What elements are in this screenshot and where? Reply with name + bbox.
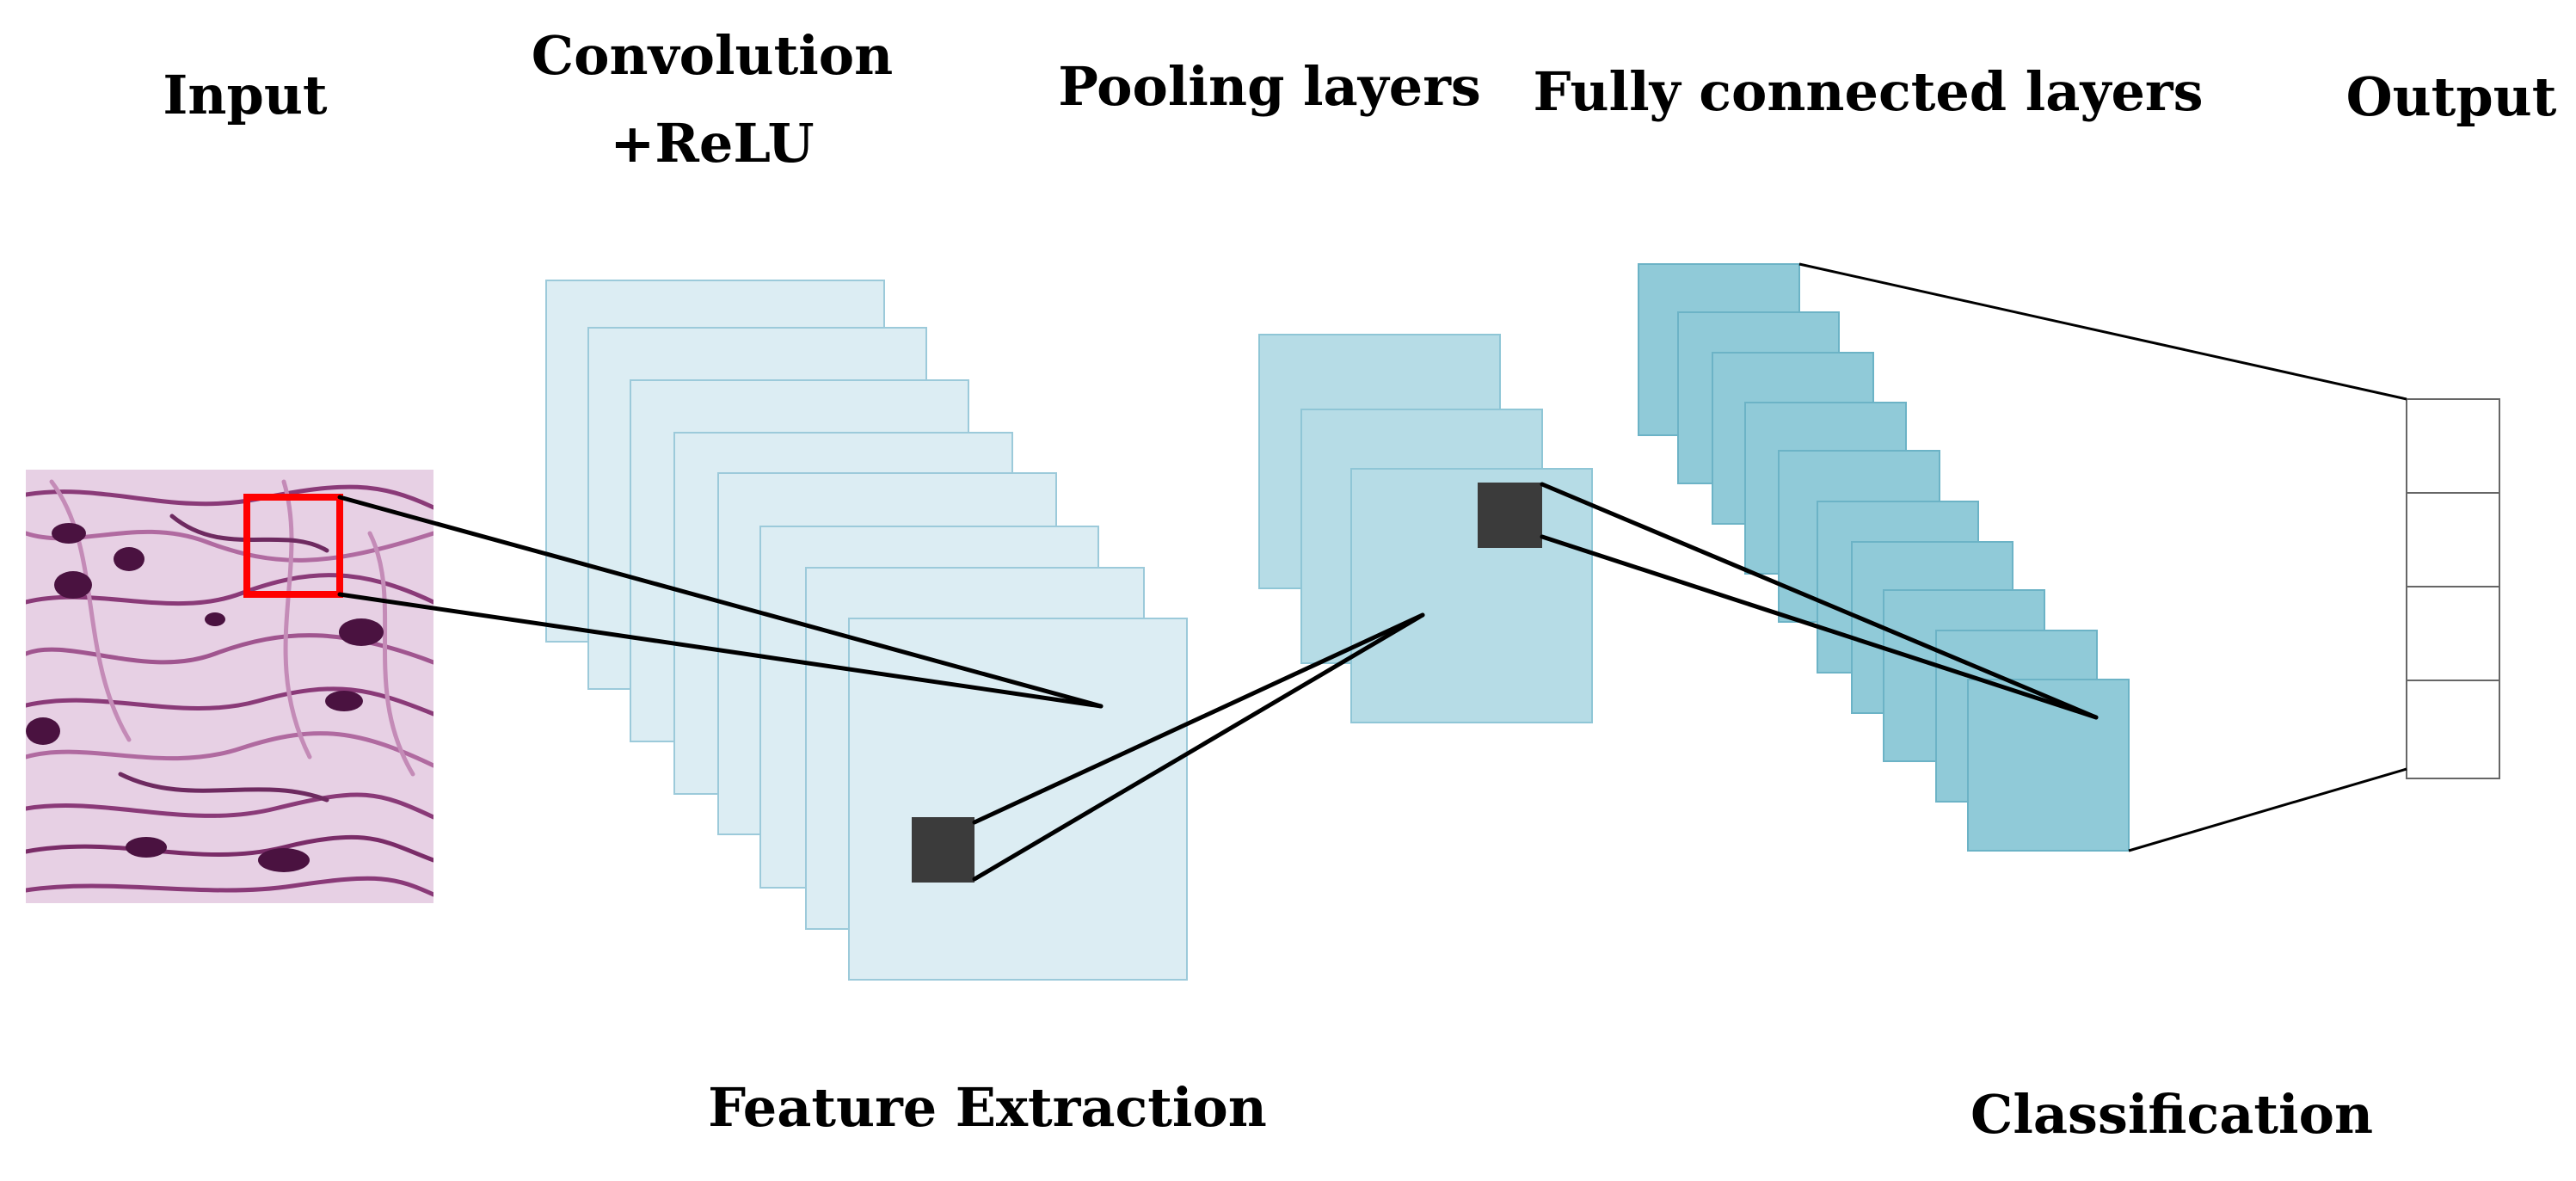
convolution-label: Convolution [531, 24, 894, 87]
conv-feature-map [848, 618, 1188, 981]
input-image [26, 470, 433, 903]
input-label: Input [163, 64, 328, 126]
input-to-conv-line-top [337, 495, 1104, 709]
output-node [2406, 586, 2500, 681]
pool-feature-map [1350, 468, 1593, 723]
tissue-texture [26, 479, 433, 897]
output-layer [2406, 398, 2500, 779]
output-node [2406, 680, 2500, 779]
tissue-nuclei [26, 523, 384, 872]
output-label: Output [2345, 65, 2557, 128]
output-node [2406, 492, 2500, 587]
pool-to-fc-line-bottom [1540, 534, 2099, 720]
convolution-feature-maps [545, 280, 1188, 981]
output-node [2406, 398, 2500, 494]
conv-to-pool-line-bottom [972, 612, 1425, 882]
conv-kernel-square [912, 817, 974, 883]
feature-extraction-label: Feature Extraction [708, 1076, 1267, 1139]
fc-to-output-line-top [1798, 262, 2407, 401]
relu-label: +ReLU [610, 112, 815, 175]
classification-label: Classification [1970, 1083, 2374, 1146]
fc-to-output-line-bottom [2128, 767, 2407, 852]
fc-to-output-lines [1798, 262, 2407, 852]
pool-to-fc-line-top [1540, 482, 2099, 720]
receptive-field-box [243, 494, 343, 598]
fully-connected-label: Fully connected layers [1533, 60, 2204, 123]
input-image-background [26, 470, 433, 903]
input-to-conv-line-bottom [337, 592, 1104, 709]
fc-feature-map [1967, 679, 2130, 852]
conv-to-pool-line-top [972, 612, 1425, 825]
pooling-label: Pooling layers [1058, 55, 1481, 118]
pool-kernel-square [1478, 483, 1542, 548]
connection-lines [337, 482, 2099, 882]
pooling-feature-maps [1258, 334, 1593, 723]
